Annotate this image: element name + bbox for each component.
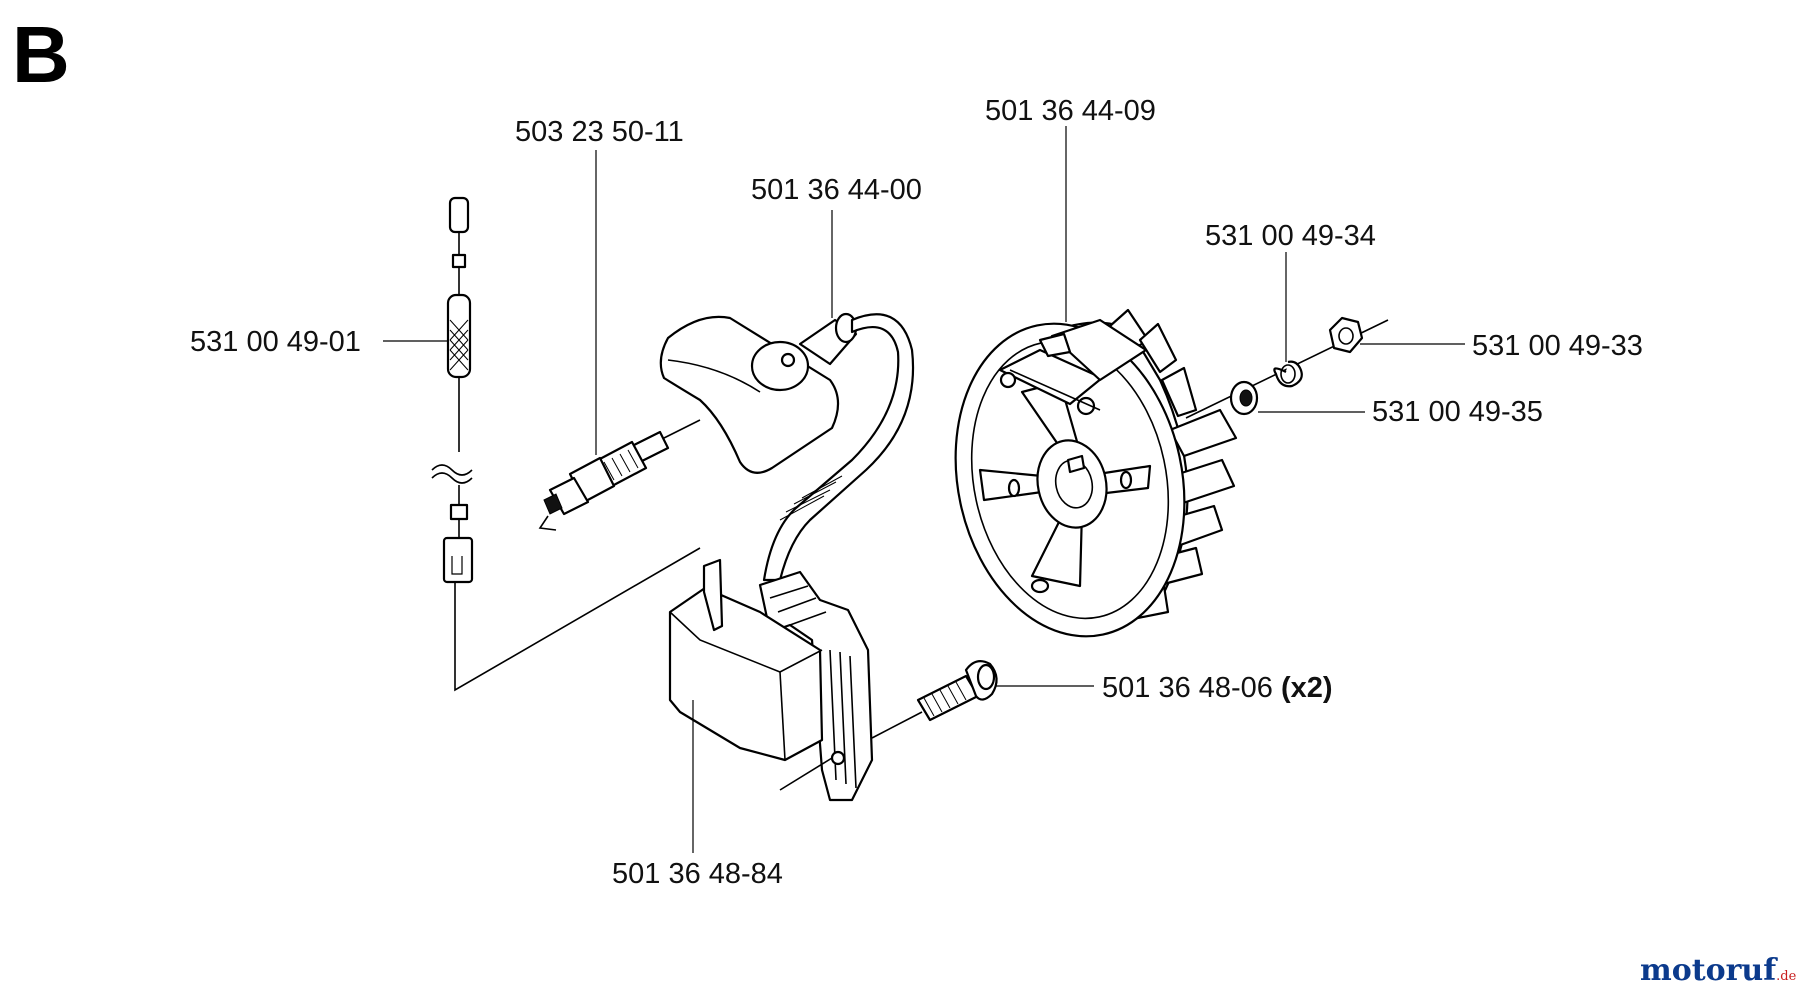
- screw-quantity: (x2): [1281, 672, 1333, 704]
- watermark-text: motoruf.de: [1640, 953, 1797, 988]
- label-spark-plug: 503 23 50-11: [515, 116, 684, 148]
- watermark-brand: motoruf: [1640, 953, 1778, 988]
- sheet-letter: B: [12, 10, 70, 99]
- label-ignition-module: 501 36 48-84: [612, 858, 783, 890]
- washer-part: [1185, 319, 1389, 419]
- label-nut: 531 00 49-33: [1472, 330, 1643, 362]
- ground-lead-part: [431, 196, 701, 692]
- spark-plug-part: [538, 419, 701, 531]
- lock-washer-part: [1273, 360, 1303, 388]
- label-ground-lead: 531 00 49-01: [190, 326, 361, 358]
- plug-cap-part: [659, 312, 915, 582]
- label-lock-washer: 531 00 49-34: [1205, 220, 1376, 252]
- watermark-logo: motoruf.de: [1640, 953, 1797, 988]
- ignition-module-part: [668, 558, 874, 802]
- nut-part: [1328, 316, 1364, 354]
- flywheel-part: [954, 308, 1238, 638]
- screw-part-number: 501 36 48-06: [1102, 672, 1273, 704]
- label-screw: 501 36 48-06(x2): [1102, 672, 1333, 704]
- label-flywheel: 501 36 44-09: [985, 95, 1156, 127]
- label-plug-cap: 501 36 44-00: [751, 174, 922, 206]
- watermark-suffix: .de: [1776, 969, 1796, 984]
- screw-part: [871, 659, 998, 739]
- label-washer: 531 00 49-35: [1372, 396, 1543, 428]
